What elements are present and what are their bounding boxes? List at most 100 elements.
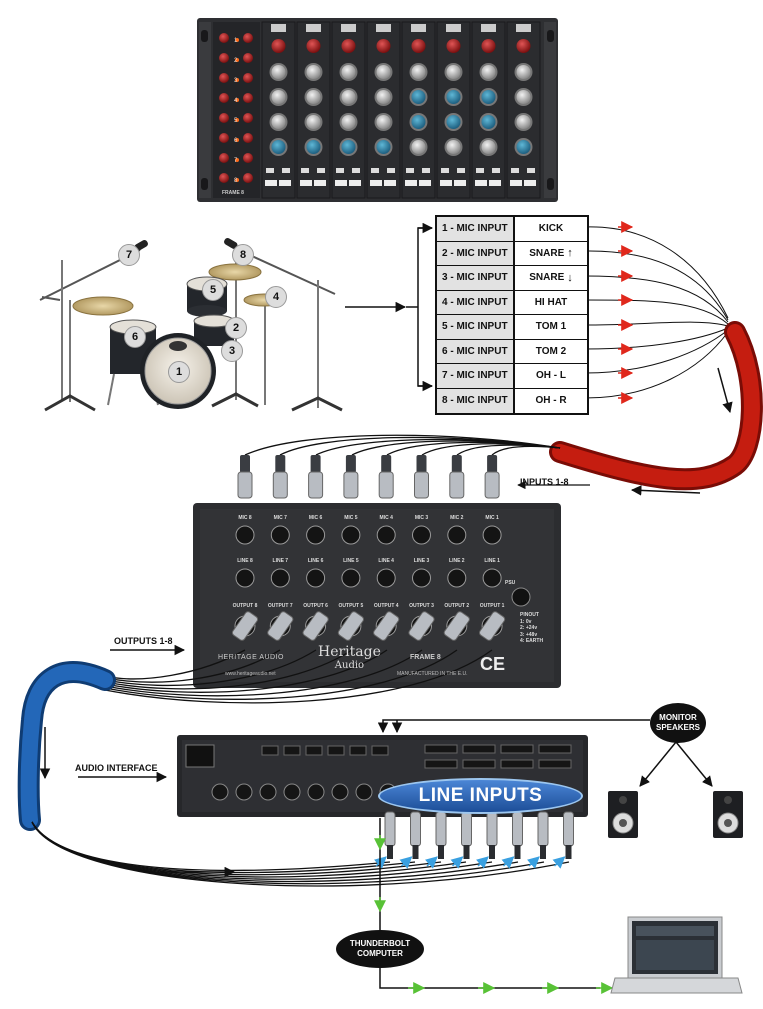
rack-module-knob	[341, 90, 356, 104]
output-socket-label: OUTPUT 6	[303, 603, 328, 609]
rack-gain-knob	[219, 113, 229, 123]
rack-led	[235, 38, 239, 42]
line-input-plug-boot	[565, 845, 572, 859]
interface-combo-jack	[283, 783, 301, 801]
mic-number-3: 3	[221, 340, 243, 362]
line-xlr-socket	[270, 568, 290, 588]
rack-module-knob	[306, 140, 321, 154]
rack-module-knob	[446, 140, 461, 154]
mic-input-source-text: OH - L	[536, 370, 566, 382]
rack-switch	[441, 168, 449, 173]
mic-input-source-text: HI HAT	[534, 296, 568, 308]
rack-module-badge	[306, 24, 321, 32]
mic-socket-label: MIC 3	[414, 515, 429, 521]
rack-module-knob	[411, 140, 426, 154]
line-input-plug-boot	[387, 845, 393, 859]
rack-led	[235, 98, 239, 102]
table-to-snake-wires	[584, 226, 729, 399]
output-socket-label: OUTPUT 2	[444, 603, 470, 609]
interface-db25-port	[538, 744, 572, 754]
rack-switch	[527, 168, 535, 173]
rack-led	[235, 158, 239, 162]
psu-label: PSU	[505, 580, 516, 586]
mic-number-4: 4	[265, 286, 287, 308]
rack-led	[235, 78, 239, 82]
rack-module-knob	[481, 140, 496, 154]
rack-module-red-knob	[376, 39, 391, 53]
mic-input-channel: 8 - MIC INPUT	[437, 388, 515, 413]
mic-number-8: 8	[232, 244, 254, 266]
rack-module-badge	[516, 24, 531, 32]
audio-interface-label: AUDIO INTERFACE	[75, 763, 158, 773]
blue-arrow	[526, 856, 540, 869]
rack-channel-number: 4	[234, 98, 238, 104]
brand-left: HERITAGE AUDIO	[218, 654, 284, 661]
output-socket-label: OUTPUT 8	[232, 603, 258, 609]
output-socket-label: OUTPUT 7	[267, 603, 293, 609]
rack-frame-label: FRAME 8	[222, 190, 244, 196]
rack-button	[454, 180, 466, 186]
xlr-plug	[240, 455, 250, 473]
rack-gain-knob	[219, 93, 229, 103]
line-input-plug-boot	[489, 845, 495, 859]
mic-input-channel: 3 - MIC INPUT	[437, 266, 515, 290]
rack-button	[419, 180, 431, 186]
rack-switch	[457, 168, 465, 173]
interface-db25-port	[305, 745, 323, 756]
outputs-to-snake-wires	[104, 649, 493, 704]
ce-mark: CE	[480, 654, 506, 674]
output-socket-label: OUTPUT 5	[338, 603, 364, 609]
xlr-plug	[345, 455, 356, 473]
rack-switch	[282, 168, 290, 173]
rack-module-knob	[446, 115, 461, 129]
rack-switch	[301, 168, 309, 173]
xlr-plug	[416, 455, 427, 473]
rack-led	[235, 58, 239, 62]
mic-number-1: 1	[168, 361, 190, 383]
interface-db25-port	[462, 744, 496, 754]
xlr-plug-body	[484, 471, 500, 499]
line-xlr-socket	[447, 568, 467, 588]
line-socket-label: LINE 5	[343, 558, 359, 564]
interface-db25-port	[500, 744, 534, 754]
green-arrows	[374, 835, 614, 994]
mic-input-source-text: SNARE	[529, 247, 565, 259]
rack-gain-knob	[219, 153, 229, 163]
rack-module-badge	[376, 24, 391, 32]
monitor-speakers-badge: MONITOR SPEAKERS	[650, 703, 706, 743]
xlr-output-plug	[373, 611, 400, 641]
rack-button	[314, 180, 326, 186]
xlr-plug-body	[308, 471, 324, 499]
mic-xlr-socket	[235, 525, 255, 545]
xlr-output-plug	[267, 611, 294, 641]
rack-gain-knob	[243, 153, 253, 163]
xlr-output-plug	[231, 611, 259, 641]
monitor-line2: SPEAKERS	[655, 723, 700, 732]
line-input-plug	[435, 811, 447, 847]
line-xlr-socket	[235, 568, 255, 588]
rack-gain-knob	[243, 93, 253, 103]
rack-button	[370, 180, 382, 186]
rack-module-knob	[446, 65, 461, 79]
snake-to-xlr-wires	[244, 434, 561, 456]
rack-gain-knob	[219, 73, 229, 83]
line-inputs-label: LINE INPUTS	[418, 785, 543, 806]
xlr-plug	[381, 455, 392, 473]
line-socket-label: LINE 1	[484, 558, 500, 564]
rack-switch	[476, 168, 484, 173]
rack-module-knob	[306, 115, 321, 129]
rack-gain-knob	[219, 53, 229, 63]
rack-button	[335, 180, 347, 186]
mic-number-5: 5	[202, 279, 224, 301]
rack-module-badge	[481, 24, 496, 32]
rack-module-red-knob	[446, 39, 461, 53]
mic-xlr-socket	[306, 525, 326, 545]
interface-db25-port	[371, 745, 389, 756]
mic-input-channel: 6 - MIC INPUT	[437, 339, 515, 363]
logo-line1: Heritage	[318, 644, 381, 660]
mic-input-source: HI HAT	[515, 291, 587, 315]
